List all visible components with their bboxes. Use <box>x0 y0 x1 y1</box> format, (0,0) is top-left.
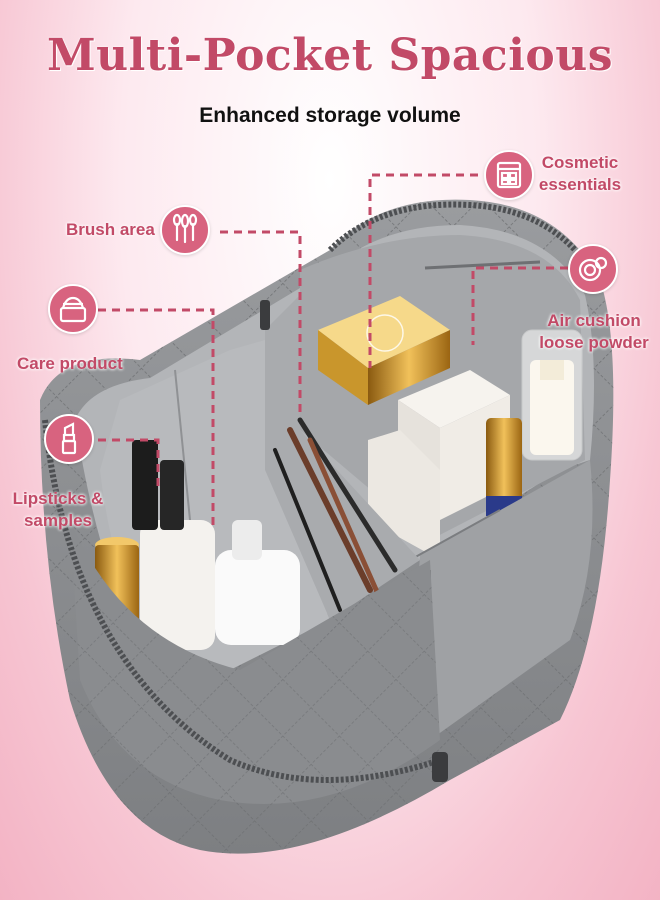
gold-box <box>318 296 450 405</box>
label-lipsticks-line1: Lipsticks & <box>12 489 104 508</box>
label-brush-area: Brush area <box>66 220 155 239</box>
page-title: Multi-Pocket Spacious <box>46 30 614 81</box>
zipper-pull <box>432 752 448 782</box>
brush-compartment <box>265 295 420 620</box>
label-care-product: Care product <box>17 354 123 373</box>
powder-compact-icon <box>568 244 618 294</box>
gold-lipstick-right <box>486 418 522 516</box>
label-air-line1: Air cushion <box>547 311 641 330</box>
label-air-line2: loose powder <box>539 333 649 352</box>
lipstick-icon <box>44 414 94 464</box>
white-bottles <box>140 520 300 650</box>
label-lipsticks-line2: samples <box>23 511 93 530</box>
cosmetic-case-icon <box>484 150 534 200</box>
brush-icon <box>160 205 210 255</box>
label-lipsticks: Lipsticks & samples <box>12 488 104 532</box>
leader-lines <box>98 173 568 530</box>
label-cosmetic-line1: Cosmetic <box>541 153 619 172</box>
zipper <box>42 419 441 783</box>
brushes <box>273 417 398 613</box>
page-subtitle: Enhanced storage volume <box>199 104 461 127</box>
cream-jar-icon <box>48 284 98 334</box>
label-cosmetic-line2: essentials <box>538 175 622 194</box>
front-pocket-right <box>410 460 593 740</box>
black-bottles <box>132 440 184 530</box>
label-cosmetic: Cosmetic essentials <box>536 152 624 196</box>
powder-jar <box>521 329 583 461</box>
label-air-cushion: Air cushion loose powder <box>534 310 654 354</box>
